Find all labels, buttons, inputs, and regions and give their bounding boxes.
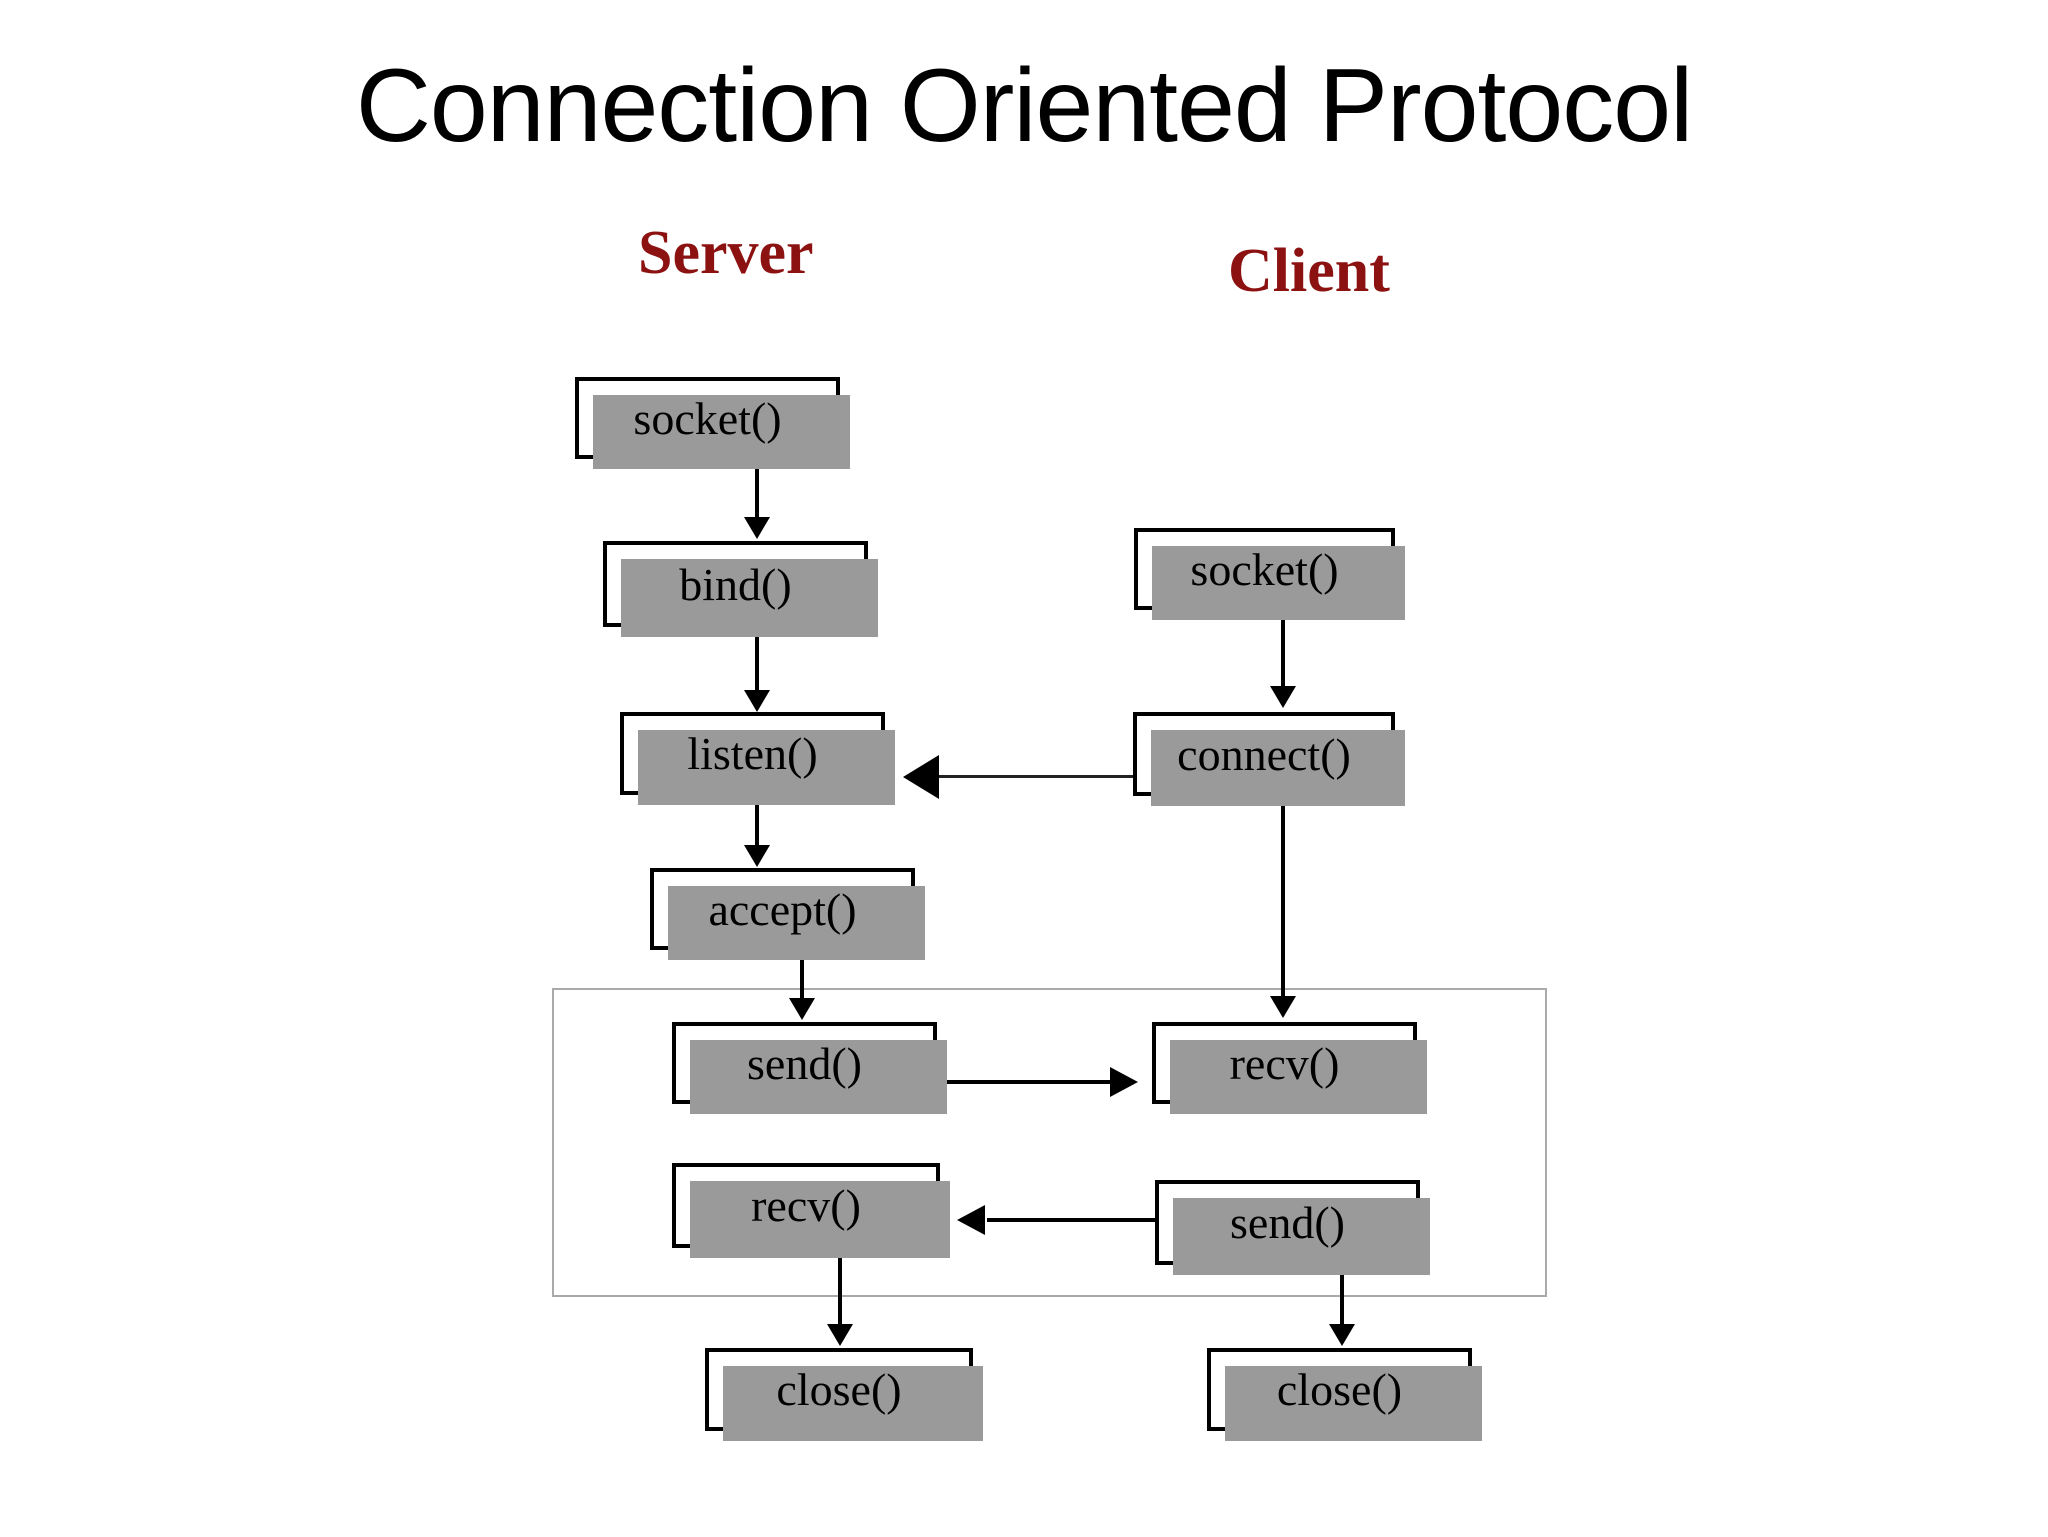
page-title: Connection Oriented Protocol bbox=[355, 48, 1693, 164]
connector-client-send-to-close bbox=[1340, 1265, 1344, 1327]
connector-server-recv-to-close bbox=[838, 1248, 842, 1326]
connector-client-send-to-server-recv bbox=[987, 1218, 1155, 1222]
arrowhead-server-accept-to-send-icon bbox=[789, 998, 815, 1020]
node-server-close[interactable]: close() bbox=[705, 1348, 983, 1441]
column-heading-server: Server bbox=[638, 219, 814, 287]
connector-client-connect-to-recv bbox=[1281, 796, 1285, 998]
column-heading-client: Client bbox=[1228, 237, 1390, 305]
connector-server-bind-to-listen bbox=[755, 627, 759, 692]
node-server-send[interactable]: send() bbox=[672, 1022, 947, 1114]
node-client-close[interactable]: close() bbox=[1207, 1348, 1482, 1441]
arrowhead-client-send-to-close-icon bbox=[1329, 1324, 1355, 1346]
node-server-bind[interactable]: bind() bbox=[603, 541, 878, 637]
node-server-recv[interactable]: recv() bbox=[672, 1163, 950, 1258]
node-client-socket[interactable]: socket() bbox=[1134, 528, 1405, 620]
connector-client-socket-to-connect bbox=[1281, 610, 1285, 688]
arrowhead-server-bind-to-listen-icon bbox=[744, 690, 770, 712]
node-client-recv[interactable]: recv() bbox=[1152, 1022, 1427, 1114]
connector-server-accept-to-send bbox=[800, 950, 804, 1000]
arrowhead-server-socket-to-bind-icon bbox=[744, 517, 770, 539]
connector-server-send-to-client-recv bbox=[944, 1080, 1112, 1084]
connector-server-listen-to-accept bbox=[755, 795, 759, 847]
arrowhead-client-send-to-server-recv-icon bbox=[957, 1205, 985, 1235]
arrowhead-server-recv-to-close-icon bbox=[827, 1324, 853, 1346]
arrowhead-client-connect-to-recv-icon bbox=[1270, 996, 1296, 1018]
arrowhead-client-socket-to-connect-icon bbox=[1270, 686, 1296, 708]
connector-server-socket-to-bind bbox=[755, 459, 759, 519]
node-client-send[interactable]: send() bbox=[1155, 1180, 1430, 1275]
node-server-listen[interactable]: listen() bbox=[620, 712, 895, 805]
node-server-accept[interactable]: accept() bbox=[650, 868, 925, 960]
node-server-socket[interactable]: socket() bbox=[575, 377, 850, 469]
arrowhead-connect-to-listen-icon bbox=[903, 755, 939, 799]
arrowhead-server-listen-to-accept-icon bbox=[744, 845, 770, 867]
connector-connect-to-listen bbox=[930, 775, 1135, 778]
arrowhead-server-send-to-client-recv-icon bbox=[1110, 1067, 1138, 1097]
data-exchange-group-box bbox=[552, 988, 1547, 1297]
node-client-connect[interactable]: connect() bbox=[1133, 712, 1405, 806]
